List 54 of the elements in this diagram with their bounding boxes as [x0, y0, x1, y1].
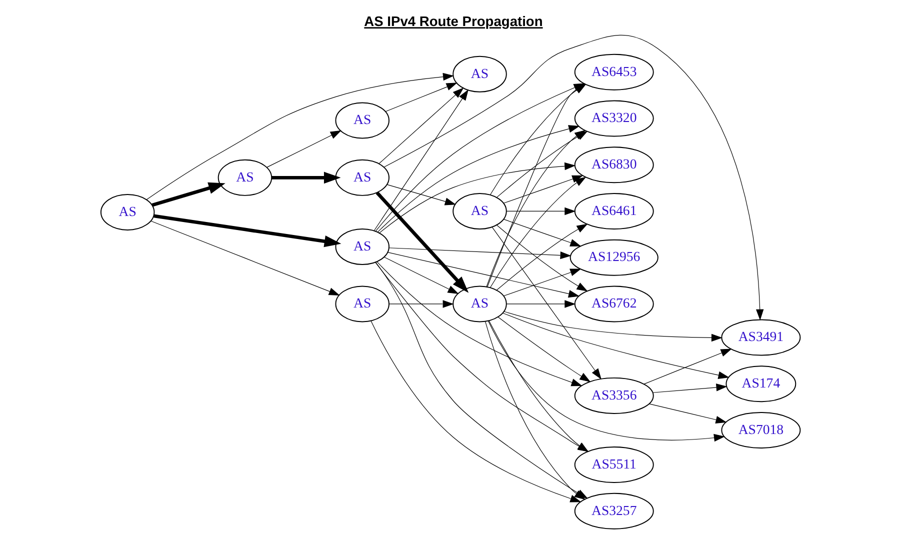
arrow	[146, 72, 454, 200]
arrow	[376, 192, 469, 293]
arrow	[644, 348, 732, 384]
diagram-title: AS IPv4 Route Propagation	[364, 13, 543, 30]
arrow	[488, 320, 726, 442]
node-ellipse: AS	[335, 159, 390, 196]
arrow	[374, 89, 469, 231]
node-ellipse: AS5511	[574, 446, 654, 483]
arrow	[150, 220, 340, 296]
arrow	[384, 256, 459, 294]
node-ellipse: AS	[335, 286, 390, 322]
arrow	[388, 248, 572, 260]
node-ellipse: AS	[100, 194, 155, 230]
node-ellipse: AS3356	[574, 377, 654, 414]
arrow	[648, 404, 727, 424]
node-ellipse: AS6461	[574, 192, 654, 230]
arrow	[272, 172, 341, 184]
node-ellipse: AS7018	[721, 412, 801, 448]
node-ellipse: AS6830	[574, 146, 654, 184]
node-ellipse: AS6762	[574, 286, 654, 322]
node-ellipse: AS	[335, 102, 390, 139]
node-ellipse: AS	[452, 192, 507, 230]
arrow	[378, 88, 464, 164]
node-ellipse: AS3320	[574, 100, 654, 137]
arrow	[385, 82, 458, 112]
arrow	[502, 312, 730, 379]
arrow	[490, 176, 586, 288]
arrow	[498, 316, 591, 382]
arrow	[485, 321, 586, 500]
arrow	[504, 175, 584, 204]
arrow	[504, 219, 582, 246]
arrow	[154, 214, 342, 248]
arrow	[377, 125, 580, 232]
node-ellipse: AS3257	[574, 492, 654, 530]
arrow	[379, 162, 576, 234]
arrow	[376, 262, 582, 386]
arrow	[388, 300, 454, 308]
arrow	[386, 184, 456, 206]
arrow	[506, 207, 576, 216]
node-ellipse: AS	[452, 56, 507, 92]
arrow	[652, 384, 728, 393]
arrow	[504, 268, 582, 296]
arrow	[384, 34, 764, 320]
arrow	[504, 311, 723, 342]
node-ellipse: AS	[452, 286, 507, 322]
node-ellipse: AS	[335, 228, 390, 265]
node-ellipse: AS	[218, 159, 272, 196]
arrow	[370, 320, 582, 502]
arrow	[492, 226, 602, 380]
arrow	[387, 252, 580, 298]
arrow	[266, 130, 342, 168]
arrow	[506, 300, 576, 308]
arrow	[152, 182, 226, 207]
node-ellipse: AS174	[726, 366, 796, 402]
